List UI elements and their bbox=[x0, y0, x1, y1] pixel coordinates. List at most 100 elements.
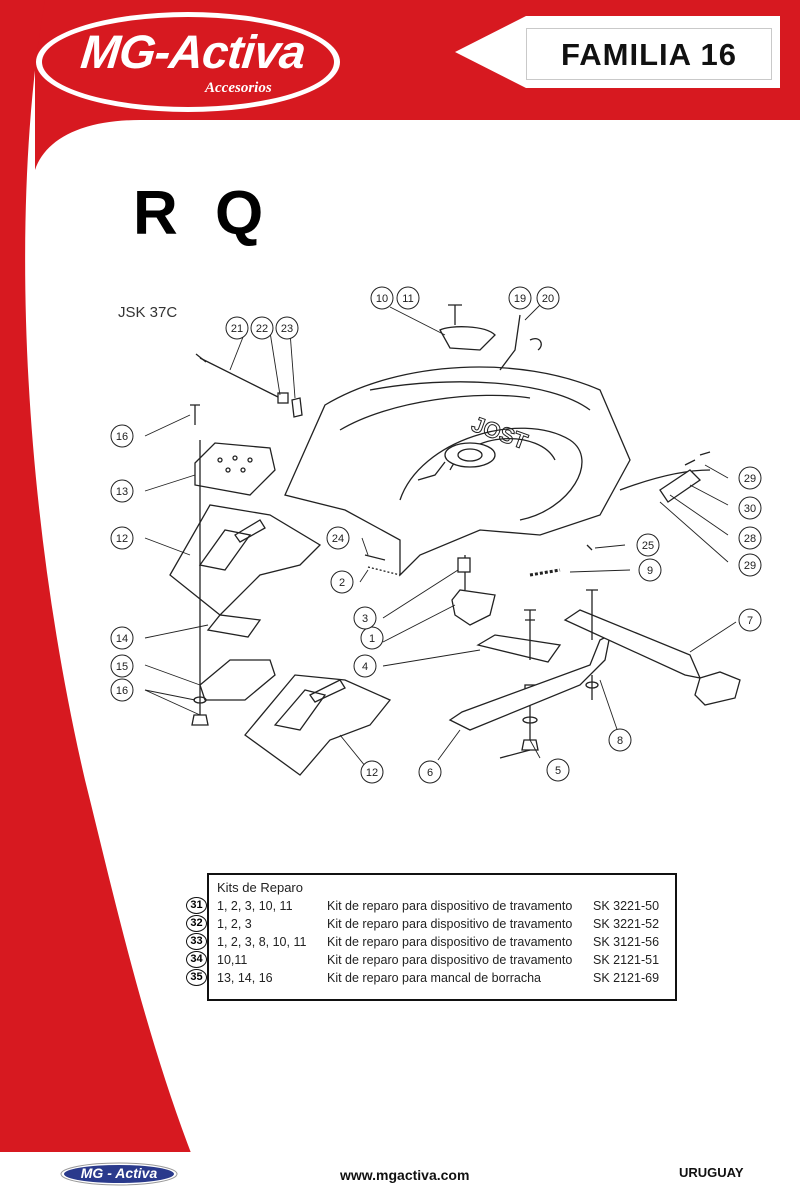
callout-circle bbox=[110, 678, 134, 702]
callout-circle bbox=[326, 526, 350, 550]
lever-4 bbox=[476, 634, 562, 663]
kit-row: 1, 2, 3, 10, 11 Kit de reparo para dispo… bbox=[209, 897, 675, 915]
callout-1: 1 bbox=[360, 626, 384, 650]
kit-description: Kit de reparo para mancal de borracha bbox=[327, 971, 542, 985]
callout-circle bbox=[110, 626, 134, 650]
callout-22: 22 bbox=[250, 316, 274, 340]
callout-16: 16 bbox=[110, 424, 134, 448]
kit-description: Kit de reparo para dispositivo de travam… bbox=[327, 935, 573, 949]
callout-circle bbox=[250, 316, 274, 340]
callout-circle bbox=[110, 479, 134, 503]
kit-row: 10,11 Kit de reparo para dispositivo de … bbox=[209, 951, 675, 969]
callout-label: 12 bbox=[116, 533, 128, 545]
callout-circle bbox=[370, 286, 394, 310]
callout-6: 6 bbox=[418, 760, 442, 784]
exploded-parts-diagram: JOST 12345678910111212131415161619202122… bbox=[110, 286, 762, 784]
kit-row: 1, 2, 3 Kit de reparo para dispositivo d… bbox=[209, 915, 675, 933]
callout-21: 21 bbox=[225, 316, 249, 340]
callout-30: 30 bbox=[738, 496, 762, 520]
callout-circle bbox=[353, 606, 377, 630]
kit-items: 10,11 bbox=[217, 953, 248, 967]
callout-circle bbox=[418, 760, 442, 784]
footer-url[interactable]: www.mgactiva.com bbox=[340, 1167, 470, 1183]
callout-29: 29 bbox=[738, 466, 762, 490]
kit-description: Kit de reparo para dispositivo de travam… bbox=[327, 917, 573, 931]
kit-code: SK 3221-52 bbox=[593, 917, 660, 931]
callout-circle bbox=[275, 316, 299, 340]
kit-number-badge: 31 bbox=[186, 897, 207, 914]
callout-19: 19 bbox=[508, 286, 532, 310]
callout-circle bbox=[225, 316, 249, 340]
kit-description: Kit de reparo para dispositivo de travam… bbox=[327, 953, 573, 967]
callout-9: 9 bbox=[638, 558, 662, 582]
callout-28: 28 bbox=[738, 526, 762, 550]
callout-13: 13 bbox=[110, 479, 134, 503]
kit-row: 13, 14, 16 Kit de reparo para mancal de … bbox=[209, 969, 675, 987]
kit-number-badge: 34 bbox=[186, 951, 207, 968]
spring-2 bbox=[367, 566, 401, 576]
callout-label: 9 bbox=[647, 565, 653, 577]
page-title: R Q bbox=[133, 179, 274, 248]
callout-circle bbox=[738, 526, 762, 550]
callout-circle bbox=[536, 286, 560, 310]
callout-label: 12 bbox=[366, 767, 378, 779]
kit-code: SK 3121-56 bbox=[593, 935, 660, 949]
callout-label: 1 bbox=[369, 633, 375, 645]
callout-circle bbox=[738, 608, 762, 632]
callout-circle bbox=[353, 654, 377, 678]
spring-9 bbox=[529, 568, 561, 577]
callout-label: 3 bbox=[362, 613, 368, 625]
kit-number-badge: 35 bbox=[186, 969, 207, 986]
callout-23: 23 bbox=[275, 316, 299, 340]
callout-label: 11 bbox=[402, 293, 413, 305]
callout-circle bbox=[608, 728, 632, 752]
callout-label: 30 bbox=[744, 503, 756, 515]
callout-circle bbox=[738, 496, 762, 520]
callout-label: 22 bbox=[256, 323, 268, 335]
callout-2: 2 bbox=[330, 570, 354, 594]
callout-circle bbox=[330, 570, 354, 594]
callout-label: 29 bbox=[744, 560, 756, 572]
callout-24: 24 bbox=[326, 526, 350, 550]
brand-logo-text: MG-Activa bbox=[78, 25, 308, 78]
callout-circle bbox=[360, 760, 384, 784]
callout-25: 25 bbox=[636, 533, 660, 557]
callout-label: 20 bbox=[542, 293, 554, 305]
brand-logo-subtext: Accesorios bbox=[205, 80, 272, 96]
callout-circle bbox=[110, 654, 134, 678]
callout-label: 2 bbox=[339, 577, 345, 589]
left-red-side bbox=[0, 0, 210, 1200]
callout-label: 7 bbox=[747, 615, 753, 627]
callout-12: 12 bbox=[360, 760, 384, 784]
callout-circle bbox=[636, 533, 660, 557]
kit-items: 1, 2, 3 bbox=[217, 917, 252, 931]
callout-7: 7 bbox=[738, 608, 762, 632]
pull-handle-7 bbox=[563, 609, 702, 679]
callout-14: 14 bbox=[110, 626, 134, 650]
callout-label: 16 bbox=[116, 431, 128, 443]
footer-country: URUGUAY bbox=[679, 1165, 744, 1180]
callout-circle bbox=[738, 466, 762, 490]
footer-logo-text: MG - Activa bbox=[80, 1165, 158, 1181]
callout-label: 5 bbox=[555, 765, 561, 777]
rubber-block-13 bbox=[194, 442, 276, 496]
fifth-wheel-plate bbox=[284, 366, 631, 577]
model-label: JSK 37C bbox=[118, 304, 178, 321]
callout-label: 25 bbox=[642, 540, 654, 552]
callout-circle bbox=[546, 758, 570, 782]
long-bolt-21 bbox=[199, 357, 281, 399]
logo-oval-inner bbox=[42, 17, 334, 107]
kit-description: Kit de reparo para dispositivo de travam… bbox=[327, 899, 573, 913]
callout-circle bbox=[738, 553, 762, 577]
plate-15 bbox=[199, 659, 276, 701]
callout-label: 6 bbox=[427, 767, 433, 779]
callout-circle bbox=[110, 526, 134, 550]
callout-8: 8 bbox=[608, 728, 632, 752]
footer-logo-oval bbox=[60, 1162, 178, 1186]
callout-circle bbox=[396, 286, 420, 310]
plate-14 bbox=[206, 614, 262, 638]
callout-label: 13 bbox=[116, 486, 128, 498]
callout-16: 16 bbox=[110, 678, 134, 702]
callout-20: 20 bbox=[536, 286, 560, 310]
